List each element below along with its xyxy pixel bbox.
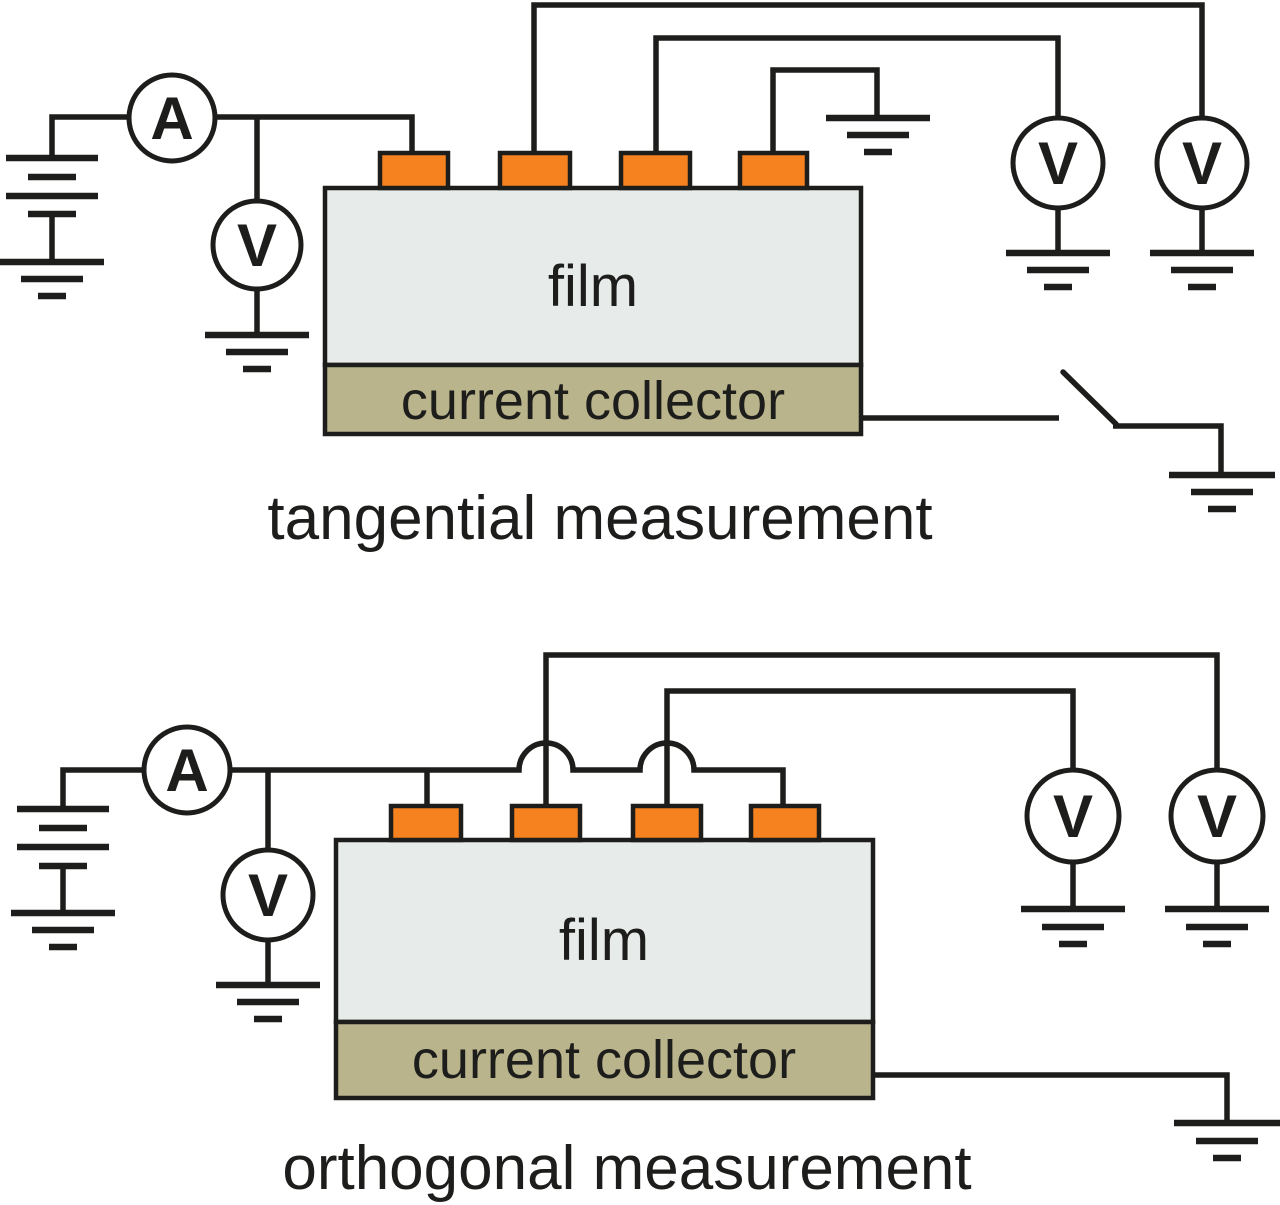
wire-collector-to-ground <box>870 1072 1230 1123</box>
ground-symbol-voltmeter-inner <box>1021 905 1125 948</box>
voltmeter-left: V <box>220 847 316 943</box>
voltmeter-circle <box>210 198 304 292</box>
current-collector-label: current collector <box>412 1030 796 1090</box>
panel-tangential: A V V V film current collector tangentia… <box>0 2 1275 553</box>
ground-symbol-voltmeter-inner <box>1006 249 1110 291</box>
battery-symbol <box>6 154 98 218</box>
voltmeter-right-outer: V <box>1154 115 1250 211</box>
ground-symbol-voltmeter-outer <box>1150 249 1254 291</box>
wire-electrode2-to-voltmeter-outer <box>531 2 1205 156</box>
ammeter-circle <box>126 72 218 164</box>
ground-symbol-battery <box>0 258 104 300</box>
electrode-2 <box>509 803 583 843</box>
ground-symbol-collector <box>1174 1119 1280 1162</box>
ammeter-label: A <box>165 737 208 804</box>
ground-symbol-voltmeter-left <box>205 331 309 373</box>
current-collector-block <box>322 362 864 437</box>
voltmeter-label: V <box>1038 130 1078 197</box>
voltmeter-label: V <box>1053 783 1093 850</box>
film-block <box>333 837 876 1025</box>
wire-switch-to-ground <box>1113 423 1224 475</box>
electrode-3 <box>630 803 704 843</box>
electrode-2 <box>497 150 573 191</box>
wire-battery-to-electrode1 <box>49 114 415 160</box>
film-label: film <box>559 908 649 973</box>
switch-blade <box>1060 369 1119 427</box>
film-label: film <box>548 254 638 319</box>
ammeter: A <box>126 72 218 164</box>
current-collector-label: current collector <box>401 371 785 431</box>
ammeter: A <box>141 724 233 816</box>
electrode-1 <box>377 150 451 191</box>
electrode-4 <box>748 803 822 843</box>
ground-symbol-battery <box>11 909 115 951</box>
ground-symbol-switch <box>1169 471 1275 513</box>
voltmeter-right-inner: V <box>1010 115 1106 211</box>
voltmeter-label: V <box>1182 130 1222 197</box>
voltmeter-circle <box>1010 115 1106 211</box>
ground-symbol-voltmeter-left <box>216 981 320 1023</box>
wire-electrode3-to-voltmeter-inner <box>653 35 1061 156</box>
voltmeter-right-outer: V <box>1168 767 1266 865</box>
panel-caption: orthogonal measurement <box>282 1134 971 1203</box>
voltmeter-circle <box>1168 767 1266 865</box>
voltmeter-label: V <box>237 212 277 279</box>
panel-orthogonal: A V V V film current collector orthogona… <box>11 652 1280 1203</box>
wire-battery-bus-with-hops <box>60 740 786 812</box>
ammeter-label: A <box>150 85 193 152</box>
wire-electrode2-to-voltmeter-outer <box>543 652 1220 810</box>
voltmeter-label: V <box>1197 783 1237 850</box>
voltmeter-label: V <box>248 862 288 929</box>
battery-symbol <box>17 805 109 870</box>
electrode-1 <box>388 803 464 843</box>
voltmeter-right-inner: V <box>1024 767 1122 865</box>
ammeter-circle <box>141 724 233 816</box>
voltmeter-circle <box>220 847 316 943</box>
wire-electrode4-to-ground <box>770 67 880 156</box>
ground-symbol-electrode4 <box>826 114 930 156</box>
electrode-4 <box>737 150 810 191</box>
current-collector-block <box>333 1019 876 1101</box>
panel-caption: tangential measurement <box>267 484 932 553</box>
voltmeter-circle <box>1154 115 1250 211</box>
ground-symbol-voltmeter-outer <box>1165 905 1269 948</box>
wire-electrode3-to-voltmeter-inner <box>664 688 1076 810</box>
electrode-3 <box>618 150 693 191</box>
voltmeter-circle <box>1024 767 1122 865</box>
voltmeter-left: V <box>210 198 304 292</box>
